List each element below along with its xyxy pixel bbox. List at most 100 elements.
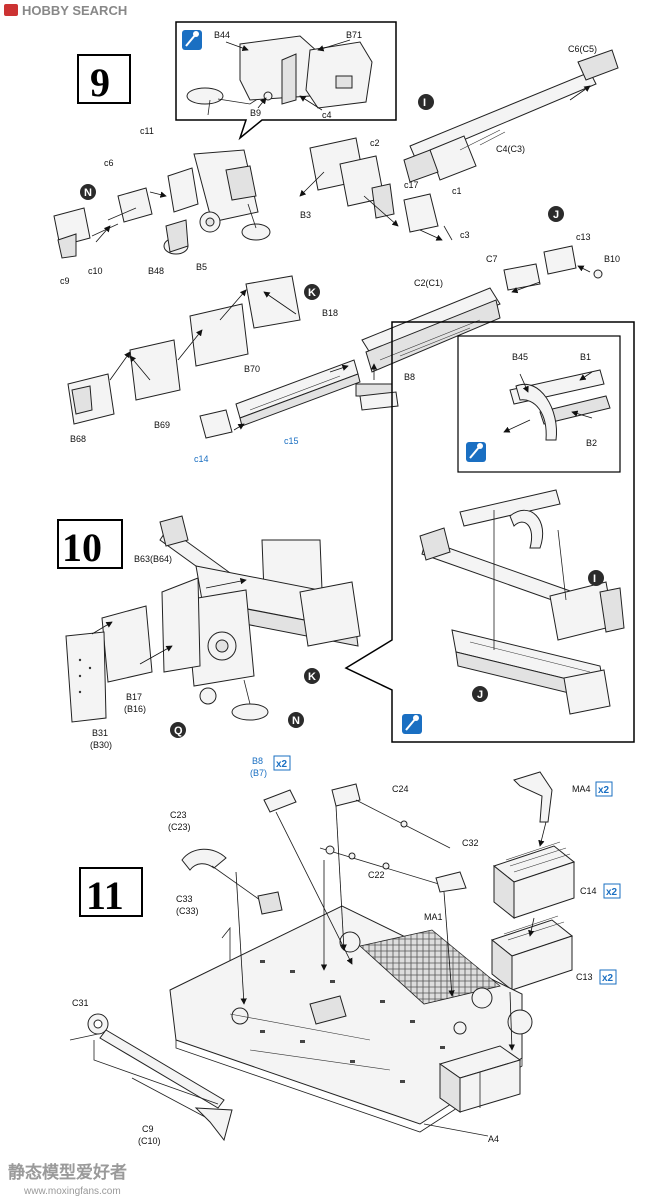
step-9-number: 9 [90,60,110,105]
callout-I-2: I [588,570,604,586]
label-B7-blue: (B7) [250,768,267,778]
label-C23: C23 [170,810,187,820]
label-B45: B45 [512,352,528,362]
label-c10: c10 [88,266,103,276]
multiplier-ma4 [595,781,613,797]
label-c9: c9 [60,276,70,286]
label-C14: C14 [580,886,597,896]
callout-N-1: N [80,184,96,200]
label-c14: c14 [194,454,209,464]
callout-N-2: N [288,712,304,728]
watermark-bottom: 静态模型爱好者 www.moxingfans.com [8,1162,127,1197]
callout-J-1: J [548,206,564,222]
barrel-assembly: C6(C5) C4(C3) [403,44,619,183]
label-B5: B5 [196,262,207,272]
label-C7: C7 [486,254,498,264]
label-c15: c15 [284,436,299,446]
label-B18: B18 [322,308,338,318]
cradle-mechanism: c11 c6 c9 c10 B48 B5 [53,126,271,286]
svg-text:N: N [292,715,300,727]
grid-plate-MA1 [359,929,501,1005]
label-C22: C22 [368,870,385,880]
svg-text:x2: x2 [598,785,610,796]
watermark-logo-top: HOBBY SEARCH [4,3,127,18]
step-11-box [79,867,143,917]
multiplier-c13 [599,969,617,985]
svg-text:K: K [308,671,316,683]
callout-K-2: K [304,668,320,684]
svg-text:x2: x2 [276,759,288,770]
step-10-number: 10 [62,525,102,570]
label-C23-paren: (C23) [168,822,191,832]
label-B8: B8 [404,372,415,382]
label-C10: (C10) [138,1136,161,1146]
label-B71: B71 [346,30,362,40]
callout-I-1: I [418,94,434,110]
label-B44: B44 [214,30,230,40]
step-11-number: 11 [86,873,124,918]
svg-text:J: J [553,209,559,221]
watermark-cn-text: 静态模型爱好者 [8,1162,127,1182]
step-9-box [77,54,131,104]
svg-text:x2: x2 [606,887,618,898]
label-c1: c1 [452,186,462,196]
label-c4: c4 [322,110,332,120]
label-C13: C13 [576,972,593,982]
label-B10: B10 [604,254,620,264]
label-B48: B48 [148,266,164,276]
svg-text:I: I [593,573,596,585]
label-C33-paren: (C33) [176,906,199,916]
label-MA4: MA4 [572,784,591,794]
svg-text:x2: x2 [602,973,614,984]
label-c13: c13 [576,232,591,242]
step-10-box [57,519,123,569]
label-c6: c6 [104,158,114,168]
label-c2: c2 [370,138,380,148]
svg-text:Q: Q [174,725,183,737]
label-C4: C4(C3) [496,144,525,154]
detail-box-right: B45 B1 B2 [344,321,635,743]
svg-text:K: K [308,287,316,299]
callout-K-1: K [304,284,320,300]
label-C24: C24 [392,784,409,794]
label-B8-blue: B8 [252,756,263,766]
receiver-small-parts: c2 c17 c1 c3 B3 [299,137,470,241]
label-C9: C9 [142,1124,154,1134]
callout-J-2: J [472,686,488,702]
watermark-url-text: www.moxingfans.com [23,1186,121,1197]
label-C6: C6(C5) [568,44,597,54]
label-B68: B68 [70,434,86,444]
label-B69: B69 [154,420,170,430]
label-B9: B9 [250,108,261,118]
step-11: 11 B8 (B7) x2 C24 MA4 x2 C14 x2 C13 x2 [69,755,621,1146]
label-c17: c17 [404,180,419,190]
multiplier-c14 [603,883,621,899]
label-B17: B17 [126,692,142,702]
label-C33: C33 [176,894,193,904]
label-B63: B63(B64) [134,554,172,564]
label-B2: B2 [586,438,597,448]
watermark-top-text: HOBBY SEARCH [22,3,127,18]
detail-inset-top: B44 B71 B9 c4 [175,21,397,141]
svg-text:I: I [423,97,426,109]
label-B30: (B30) [90,740,112,750]
svg-text:J: J [477,689,483,701]
step-10: 10 B63(B64) B17 (B16) B31 (B30) [57,515,361,750]
label-C2: C2(C1) [414,278,443,288]
floor-rivets [260,960,445,1083]
multiplier-b8 [273,755,291,771]
step-9: 9 B44 B71 B9 c4 [53,21,620,464]
label-B3: B3 [300,210,311,220]
label-B31: B31 [92,728,108,738]
shield-parts: B18 B70 B68 B69 [67,275,338,444]
feed-cover-parts: c13 B10 C7 [486,232,620,294]
label-B1: B1 [580,352,591,362]
label-B16: (B16) [124,704,146,714]
label-A4: A4 [488,1134,499,1144]
label-C32: C32 [462,838,479,848]
label-c11: c11 [140,126,154,136]
label-B70: B70 [244,364,260,374]
label-c3: c3 [460,230,470,240]
rail-c15: c15 c14 [194,359,361,464]
